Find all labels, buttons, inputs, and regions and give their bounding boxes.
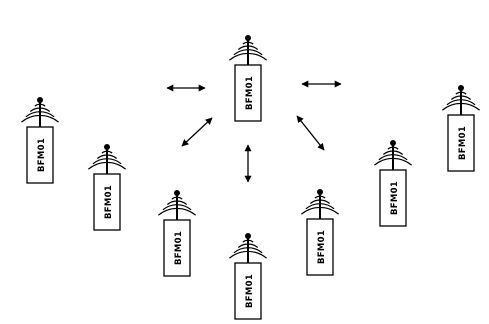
device-label: BFM01 — [104, 185, 114, 219]
device-label: BFM01 — [174, 231, 184, 265]
device-label: BFM01 — [245, 76, 255, 110]
device-body — [306, 218, 334, 276]
wireless-signal-icon — [20, 97, 60, 127]
device-label: BFM01 — [317, 230, 327, 264]
bfm01-device-node-right-lower: BFM01 — [300, 189, 340, 276]
device-label: BFM01 — [458, 126, 468, 160]
bfm01-device-node-left-top: BFM01 — [20, 97, 60, 184]
device-label: BFM01 — [37, 138, 47, 172]
wireless-signal-icon — [228, 35, 268, 65]
wireless-signal-icon — [228, 233, 268, 263]
device-body — [163, 219, 191, 277]
arrow-lower-left-diagonal — [181, 117, 213, 147]
device-body — [234, 262, 262, 320]
bfm01-device-node-bottom-center: BFM01 — [228, 233, 268, 320]
device-body — [234, 64, 262, 122]
wireless-signal-icon — [300, 189, 340, 219]
bfm01-device-node-left-mid: BFM01 — [87, 144, 127, 231]
device-body — [26, 126, 54, 184]
device-body — [379, 169, 407, 227]
bfm01-device-node-right-mid: BFM01 — [373, 140, 413, 227]
device-body — [447, 114, 475, 172]
bfm01-device-node-right-top: BFM01 — [441, 85, 481, 172]
device-label: BFM01 — [245, 274, 255, 308]
device-label: BFM01 — [390, 181, 400, 215]
arrow-lower-right-diagonal — [296, 115, 325, 151]
bfm01-device-node-left-lower: BFM01 — [157, 190, 197, 277]
wireless-signal-icon — [373, 140, 413, 170]
device-body — [93, 173, 121, 231]
bfm01-device-node-top-center: BFM01 — [228, 35, 268, 122]
wireless-signal-icon — [441, 85, 481, 115]
wireless-signal-icon — [157, 190, 197, 220]
wireless-signal-icon — [87, 144, 127, 174]
